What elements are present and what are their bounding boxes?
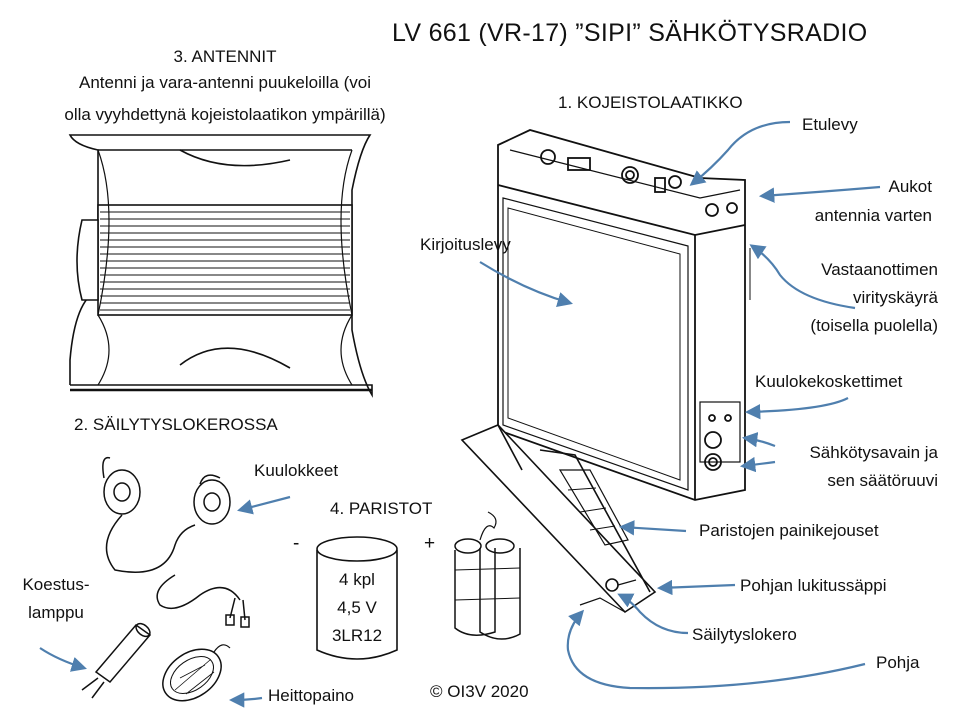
label-sahkotysavain-line2: sen säätöruuvi (827, 471, 938, 490)
battery-quantity: 4 kpl (339, 570, 375, 589)
label-etulevy: Etulevy (802, 115, 858, 134)
label-kuulokekoskettimet: Kuulokekoskettimet (755, 372, 903, 391)
label-painikejouset: Paristojen painikejouset (699, 521, 879, 540)
label-sailytyslokero: Säilytyslokero (692, 625, 797, 644)
label-kirjoituslevy: Kirjoituslevy (420, 235, 511, 254)
label-kuulokkeet: Kuulokkeet (254, 461, 339, 480)
storage-drawer-drawing (460, 424, 657, 614)
battery-minus-sign: - (293, 533, 300, 554)
battery-cylinder-drawing (316, 536, 398, 660)
label-koestus-line2: lamppu (28, 603, 84, 622)
antennas-heading: 3. ANTENNIT (173, 47, 277, 66)
label-lukitussappi: Pohjan lukitussäppi (740, 576, 887, 595)
diagram-title: LV 661 (VR-17) ”SIPI” SÄHKÖTYSRADIO (392, 19, 868, 47)
label-aukot-line1: Aukot (888, 177, 932, 196)
pointer-arrows (39, 120, 881, 708)
label-heittopaino: Heittopaino (268, 686, 355, 705)
throw-weight-drawing (162, 644, 231, 702)
batteries-heading: 4. PARISTOT (330, 499, 433, 518)
label-koestus-line1: Koestus- (22, 575, 90, 594)
antennas-description-line2: olla vyyhdettynä kojeistolaatikon ympäri… (64, 105, 386, 124)
label-pohja: Pohja (876, 653, 920, 672)
storage-heading: 2. SÄILYTYSLOKEROSSA (74, 415, 278, 434)
box-heading: 1. KOJEISTOLAATIKKO (558, 93, 743, 112)
antenna-spool-drawing (68, 134, 373, 398)
battery-plus-sign: + (424, 533, 436, 554)
label-aukot-line2: antennia varten (814, 206, 932, 225)
label-sahkotysavain-line1: Sähkötysavain ja (809, 443, 938, 462)
label-vastaanottimen-line3: (toisella puolella) (810, 316, 938, 335)
label-vastaanottimen-line1: Vastaanottimen (821, 260, 938, 279)
test-lamp-drawing (81, 622, 152, 699)
battery-pack-drawing (454, 511, 521, 640)
radio-box-drawing (497, 129, 751, 501)
headphones-drawing (102, 456, 250, 628)
label-vastaanottimen-line2: viritys­käyrä (852, 288, 938, 307)
battery-voltage: 4,5 V (337, 598, 377, 617)
battery-type: 3LR12 (331, 626, 383, 645)
copyright-notice: © OI3V 2020 (430, 682, 529, 701)
antennas-description-line1: Antenni ja vara-antenni puukeloilla (voi (78, 73, 371, 92)
